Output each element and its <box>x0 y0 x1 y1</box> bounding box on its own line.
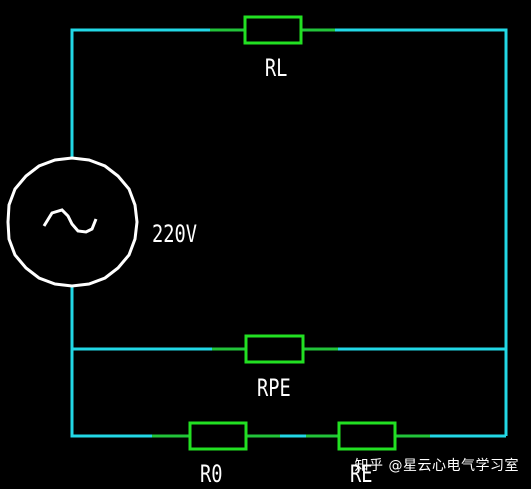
wire-left-lower <box>70 285 152 438</box>
resistor-r0 <box>152 421 280 451</box>
label-r0: R0 <box>200 461 223 489</box>
wire-top-left <box>70 28 210 158</box>
watermark: 知乎 @星云心电气学习室 <box>354 458 519 474</box>
ac-source <box>6 156 139 288</box>
wire-top-right <box>335 28 508 436</box>
label-source-voltage: 220V <box>152 221 197 249</box>
resistor-rpe <box>212 334 338 364</box>
label-rl: RL <box>265 55 288 83</box>
sine-wave-icon <box>42 208 98 234</box>
wires <box>70 28 508 438</box>
label-rpe: RPE <box>257 375 291 403</box>
label-re: RE <box>350 461 373 489</box>
resistor-rl <box>210 15 335 45</box>
resistor-re <box>306 421 430 451</box>
